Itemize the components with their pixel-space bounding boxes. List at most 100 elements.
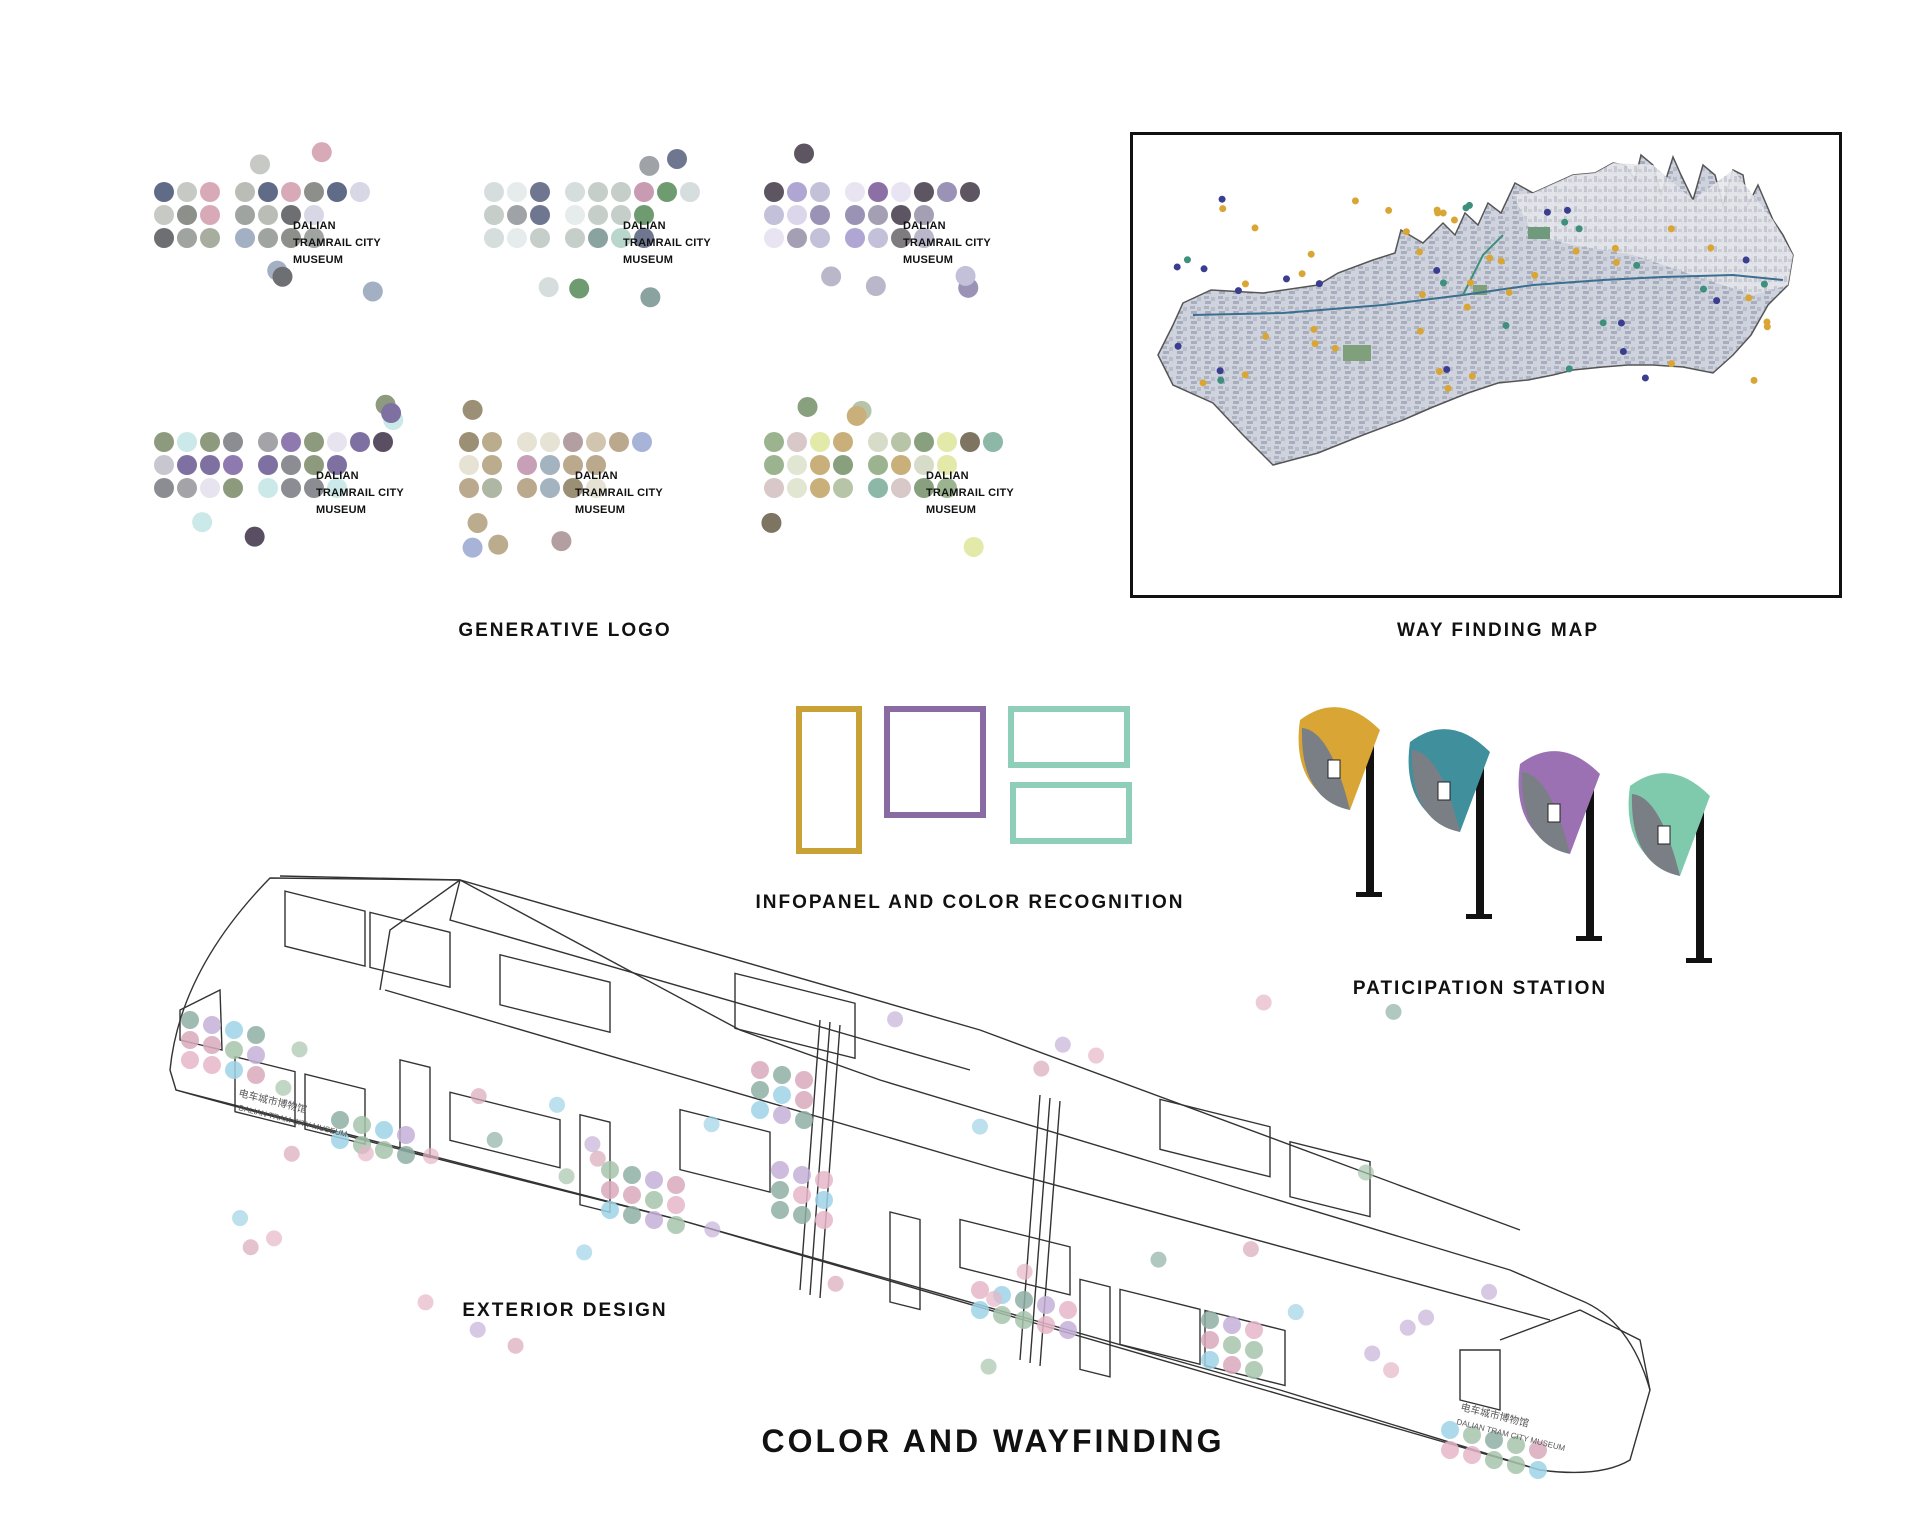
caption-infopanel: INFOPANEL AND COLOR RECOGNITION bbox=[755, 892, 1185, 913]
tram-dot bbox=[1245, 1321, 1263, 1339]
logo-dot bbox=[586, 478, 606, 498]
logo-dot bbox=[588, 228, 608, 248]
tram-dot bbox=[971, 1118, 988, 1135]
map-marker bbox=[1572, 247, 1580, 255]
logo-dot bbox=[304, 455, 324, 475]
tram-dot bbox=[417, 1294, 434, 1311]
tram-dot bbox=[703, 1116, 720, 1133]
tram-dot bbox=[1015, 1311, 1033, 1329]
logo-dot bbox=[634, 228, 654, 248]
map-marker bbox=[1742, 256, 1750, 264]
map-marker bbox=[1463, 303, 1471, 311]
logo-wordmark-line1: DALIAN bbox=[926, 470, 969, 482]
logo-dot bbox=[258, 182, 278, 202]
logo-dot bbox=[258, 455, 278, 475]
logo-dot bbox=[200, 432, 220, 452]
logo-dot bbox=[517, 455, 537, 475]
logo-dot bbox=[200, 228, 220, 248]
logo-dot bbox=[327, 182, 347, 202]
logo-dot bbox=[177, 228, 197, 248]
logo-dot bbox=[488, 534, 509, 555]
map-marker bbox=[1497, 257, 1505, 265]
logo-dot bbox=[891, 478, 911, 498]
logo-dot bbox=[764, 432, 784, 452]
logo-dot bbox=[154, 228, 174, 248]
tram-dot bbox=[507, 1337, 524, 1354]
logo-dot bbox=[530, 182, 550, 202]
logo-dot bbox=[810, 182, 830, 202]
tram-dot bbox=[1529, 1441, 1547, 1459]
tram-dot bbox=[1223, 1356, 1241, 1374]
logo-dot bbox=[272, 266, 293, 287]
map-marker bbox=[1707, 244, 1715, 252]
map-marker bbox=[1200, 265, 1208, 273]
tram-dot bbox=[795, 1111, 813, 1129]
tram-dot bbox=[1201, 1351, 1219, 1369]
map-marker bbox=[1241, 371, 1249, 379]
tram-dot bbox=[242, 1239, 259, 1256]
map-marker bbox=[1611, 244, 1619, 252]
logo-dot bbox=[281, 228, 301, 248]
logo-dot bbox=[667, 148, 688, 169]
tram-dot bbox=[549, 1096, 566, 1113]
logo-dot bbox=[200, 182, 220, 202]
logo-dot bbox=[462, 399, 483, 420]
map-marker bbox=[1619, 347, 1627, 355]
tram-dot bbox=[353, 1116, 371, 1134]
logo-dot bbox=[258, 205, 278, 225]
tram-dot bbox=[1245, 1361, 1263, 1379]
logo-wordmark-line1: DALIAN bbox=[575, 470, 618, 482]
logo-dot bbox=[787, 182, 807, 202]
logo-dot bbox=[588, 182, 608, 202]
tram-dot bbox=[704, 1221, 721, 1238]
map-marker bbox=[1633, 261, 1641, 269]
logo-dot bbox=[764, 205, 784, 225]
logo-dot bbox=[891, 432, 911, 452]
logo-dot bbox=[609, 432, 629, 452]
logo-wordmark-line3: MUSEUM bbox=[293, 254, 344, 266]
tram-dot bbox=[1507, 1436, 1525, 1454]
caption-way-finding-map: WAY FINDING MAP bbox=[1396, 620, 1600, 641]
logo-dot bbox=[588, 205, 608, 225]
logo-dot bbox=[177, 478, 197, 498]
tram-dot bbox=[283, 1145, 300, 1162]
map-marker bbox=[1563, 206, 1571, 214]
logo-dot bbox=[281, 205, 301, 225]
tram-dot bbox=[1037, 1316, 1055, 1334]
logo-dot bbox=[467, 512, 488, 533]
map-marker bbox=[1415, 248, 1423, 256]
tram-dot bbox=[623, 1166, 641, 1184]
tram-dot bbox=[793, 1166, 811, 1184]
logo-dot bbox=[563, 478, 583, 498]
map-marker bbox=[1713, 297, 1721, 305]
tram-dot bbox=[771, 1201, 789, 1219]
infopanel-wide-teal-bottom bbox=[1010, 782, 1132, 844]
logo-dot bbox=[281, 182, 301, 202]
map-marker bbox=[1433, 206, 1441, 214]
tram-dot bbox=[1287, 1304, 1304, 1321]
logo-dot bbox=[914, 432, 934, 452]
tram-dot bbox=[1463, 1426, 1481, 1444]
tram-dot bbox=[887, 1011, 904, 1028]
logo-wordmark-line3: MUSEUM bbox=[926, 504, 977, 516]
tram-dot bbox=[469, 1321, 486, 1338]
logo-dot bbox=[764, 478, 784, 498]
map-marker bbox=[1241, 280, 1249, 288]
logo-dot bbox=[761, 512, 782, 533]
logo-wordmark-line2: TRAMRAIL CITY bbox=[293, 237, 381, 249]
logo-dot bbox=[797, 396, 818, 417]
tram-dot bbox=[486, 1131, 503, 1148]
logo-dot bbox=[810, 228, 830, 248]
logo-dot bbox=[611, 182, 631, 202]
logo-wordmark-line1: DALIAN bbox=[316, 470, 359, 482]
map-marker bbox=[1331, 344, 1339, 352]
logo-dot bbox=[311, 142, 332, 163]
logo-dot bbox=[868, 478, 888, 498]
tram-dot bbox=[397, 1126, 415, 1144]
tram-dot bbox=[203, 1036, 221, 1054]
tram-dot bbox=[1059, 1321, 1077, 1339]
tram-dot bbox=[1201, 1331, 1219, 1349]
